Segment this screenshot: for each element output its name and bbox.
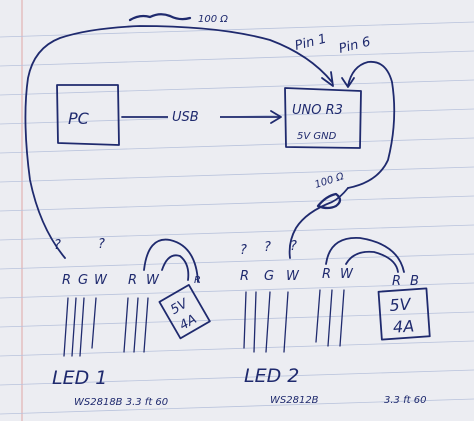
- resistor-top-label: 100 Ω: [198, 14, 228, 25]
- resistor-top-symbol: [128, 13, 192, 22]
- led2-title: LED 2: [244, 365, 299, 387]
- led2-spec: WS2812B: [270, 395, 319, 406]
- led2-pin-r: R: [240, 269, 249, 284]
- led1-pin-w: W: [94, 273, 108, 288]
- led2-supply-4a: 4A: [392, 316, 414, 336]
- led1-wire-arc-inner: [161, 254, 190, 281]
- led2-group: ? ? ? R G W R W R B 5V 4A LED 2 WS2812B …: [240, 237, 431, 406]
- led2-wire-arc-outer: [325, 237, 405, 273]
- wire-pin6-arrowhead: [341, 77, 355, 88]
- led2-pin-w: W: [286, 269, 300, 284]
- uno-pins-label: 5V GND: [297, 131, 337, 142]
- led2-leg-7: [339, 289, 345, 347]
- led1-spec: WS2818B 3.3 ft 60: [74, 397, 168, 408]
- led1-pin-r2: R: [128, 273, 137, 288]
- led2-leg-3: [265, 291, 271, 353]
- led2-supply: 5V 4A: [377, 287, 431, 341]
- led2-power-pin-b: B: [410, 274, 419, 289]
- led2-wire-arc-inner: [345, 250, 399, 273]
- led2-pin-r2: R: [322, 267, 331, 282]
- wire-led1-to-pin1: [24, 25, 333, 259]
- pc-label: PC: [68, 109, 90, 128]
- top-resistor: 100 Ω: [128, 13, 228, 25]
- uno-r3-box: UNO R3 5V GND: [284, 87, 362, 149]
- led2-pin-w2: W: [340, 267, 354, 282]
- led2-leg-6: [327, 289, 333, 347]
- led1-supply: 5V 4A: [158, 284, 211, 340]
- led2-leg-2: [253, 291, 257, 353]
- led1-leg-6: [133, 297, 139, 353]
- led1-pin-r: R: [62, 273, 71, 288]
- led2-leg-1: [243, 291, 247, 349]
- uno-box-outline: [284, 87, 362, 149]
- led2-leg-5: [315, 289, 321, 343]
- resistor-mid-symbol: [316, 192, 342, 210]
- led2-unknown-mark-1: ?: [240, 243, 247, 258]
- led2-unknown-mark-2: ?: [264, 240, 271, 255]
- led1-leg-2: [71, 297, 77, 357]
- usb-label-backdrop: [168, 104, 220, 126]
- led2-leg-4: [283, 291, 289, 353]
- led1-leg-3: [79, 297, 85, 357]
- led2-supply-box: [377, 287, 431, 341]
- led2-length: 3.3 ft 60: [384, 395, 426, 406]
- wire-pin1-arrowhead: [321, 71, 334, 87]
- led1-unknown-mark-2: ?: [98, 237, 105, 252]
- pc-box: PC: [56, 84, 120, 146]
- wire-resistor-to-led2: [288, 187, 349, 259]
- led1-title: LED 1: [52, 367, 107, 389]
- led1-group: ? ? R G W R W R 5V 4A LED 1 WS2818B 3.3 …: [52, 237, 211, 408]
- led1-pin-w2: W: [146, 273, 160, 288]
- led1-supply-4a: 4A: [177, 312, 199, 334]
- led2-pin-g: G: [264, 269, 274, 284]
- led1-leg-1: [63, 297, 69, 357]
- uno-title: UNO R3: [292, 103, 343, 118]
- usb-label: USB: [172, 110, 199, 125]
- led2-unknown-mark-3: ?: [290, 239, 297, 254]
- led1-leg-7: [143, 297, 149, 353]
- led1-pin-g: G: [78, 273, 88, 288]
- wire-pin6-loop: [347, 60, 396, 189]
- led1-unknown-mark-1: ?: [54, 238, 61, 253]
- led2-power-pin-r: R: [392, 274, 401, 289]
- usb-arrowhead: [270, 110, 282, 124]
- led1-supply-box: [158, 284, 211, 340]
- pc-box-outline: [56, 84, 120, 146]
- usb-connection: USB: [121, 104, 282, 126]
- led1-leg-5: [123, 297, 129, 353]
- led2-supply-5v: 5V: [389, 294, 412, 315]
- led1-wire-arc-outer: [143, 238, 199, 283]
- led1-leg-4: [91, 297, 97, 349]
